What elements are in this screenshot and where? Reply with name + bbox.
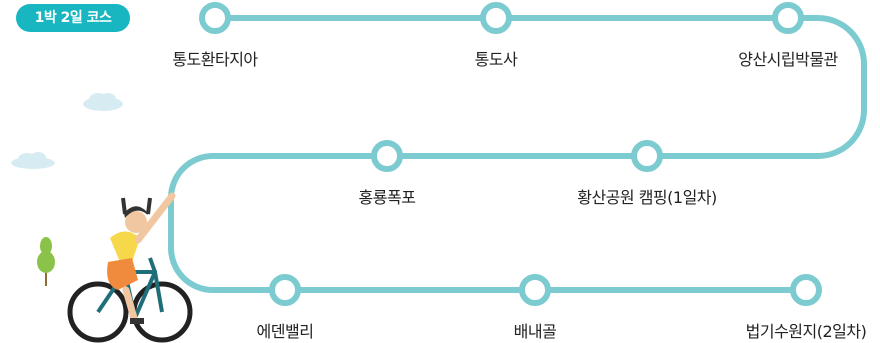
stop-marker — [199, 2, 231, 34]
route-line — [168, 15, 867, 293]
stop-label: 황산공원 캠핑(1일차) — [577, 188, 717, 207]
stop-label: 에덴밸리 — [256, 322, 314, 341]
cloud-icon — [11, 152, 55, 169]
tree-icon — [37, 237, 55, 286]
stop-label: 배내골 — [513, 322, 557, 341]
stop-marker — [269, 274, 301, 306]
stop-label: 통도환타지아 — [172, 50, 258, 69]
cloud-icon — [83, 93, 123, 111]
stop-label: 양산시립박물관 — [738, 50, 838, 69]
stop-marker — [371, 140, 403, 172]
course-badge: 1박 2일 코스 — [16, 4, 130, 32]
stop-label: 홍룡폭포 — [358, 188, 416, 207]
stop-marker — [519, 274, 551, 306]
stop-marker — [480, 2, 512, 34]
stop-marker — [790, 274, 822, 306]
stop-label: 법기수원지(2일차) — [745, 322, 867, 341]
stop-label: 통도사 — [474, 50, 518, 69]
stop-marker — [631, 140, 663, 172]
cyclist-icon — [67, 192, 193, 343]
stop-marker — [772, 2, 804, 34]
